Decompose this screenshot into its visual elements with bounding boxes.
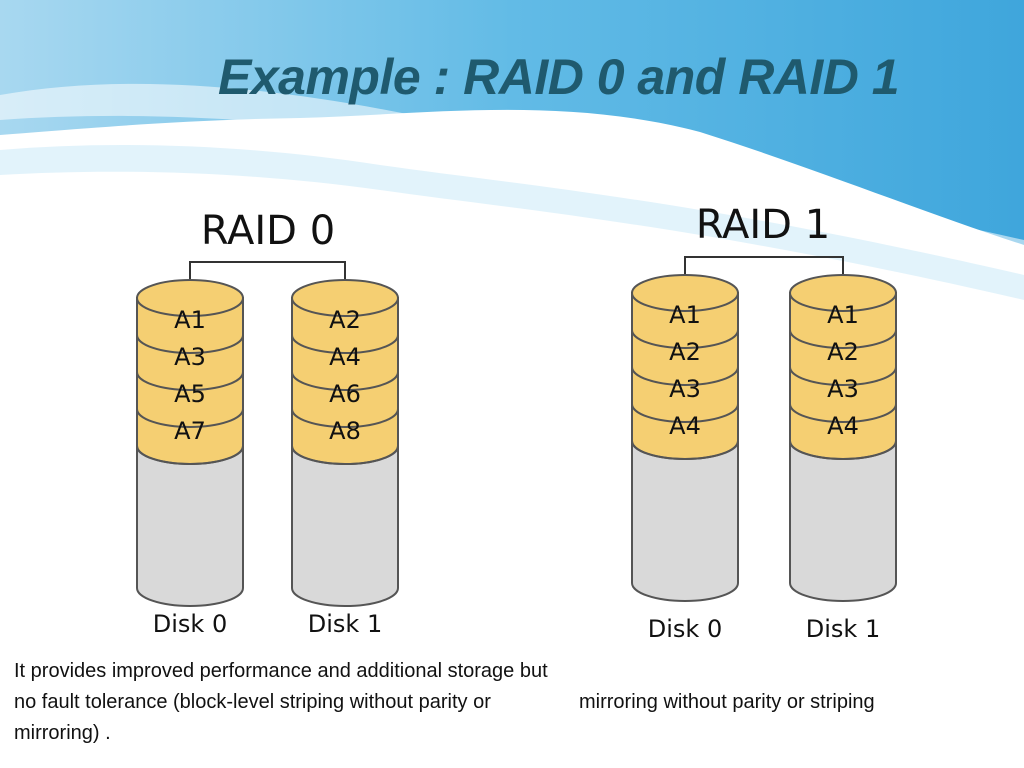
disk-label: Disk 1 [806, 615, 880, 643]
data-block-label: A3 [174, 343, 206, 371]
block-separator [789, 366, 897, 386]
data-block-label: A5 [174, 380, 206, 408]
block-separator [631, 366, 739, 386]
data-block-label: A4 [329, 343, 361, 371]
block-separator [291, 408, 399, 428]
block-separator [136, 445, 244, 465]
data-block-label: A1 [827, 301, 859, 329]
disk-top-cap [631, 274, 739, 312]
block-separator [789, 329, 897, 349]
block-separator [631, 440, 739, 460]
disk-connector [189, 261, 346, 295]
disk-top-cap [291, 279, 399, 317]
block-separator [789, 403, 897, 423]
disk-label: Disk 1 [308, 610, 382, 638]
disk-label: Disk 0 [153, 610, 227, 638]
data-block-label: A6 [329, 380, 361, 408]
raid-array-title: RAID 1 [696, 202, 830, 248]
data-block-label: A8 [329, 417, 361, 445]
data-block-label: A2 [329, 306, 361, 334]
raid0-description: It provides improved performance and add… [14, 660, 548, 744]
block-separator [136, 334, 244, 354]
data-block-label: A3 [669, 375, 701, 403]
block-separator [631, 329, 739, 349]
block-separator [291, 445, 399, 465]
block-separator [136, 371, 244, 391]
block-separator [136, 408, 244, 428]
raid-array-title: RAID 0 [201, 208, 335, 254]
data-block-label: A3 [827, 375, 859, 403]
disk-label: Disk 0 [648, 615, 722, 643]
block-separator [291, 371, 399, 391]
data-block-label: A2 [669, 338, 701, 366]
data-block-label: A1 [174, 306, 206, 334]
data-block-label: A4 [669, 412, 701, 440]
block-separator [291, 334, 399, 354]
data-block-label: A1 [669, 301, 701, 329]
data-block-label: A4 [827, 412, 859, 440]
data-block-label: A2 [827, 338, 859, 366]
raid1-description: mirroring without parity or striping [579, 691, 875, 713]
block-separator [631, 403, 739, 423]
block-separator [789, 440, 897, 460]
disk-top-cap [136, 279, 244, 317]
data-block-label: A7 [174, 417, 206, 445]
disk-connector [684, 256, 844, 290]
disk-top-cap [789, 274, 897, 312]
slide-title: Example : RAID 0 and RAID 1 [218, 49, 900, 105]
